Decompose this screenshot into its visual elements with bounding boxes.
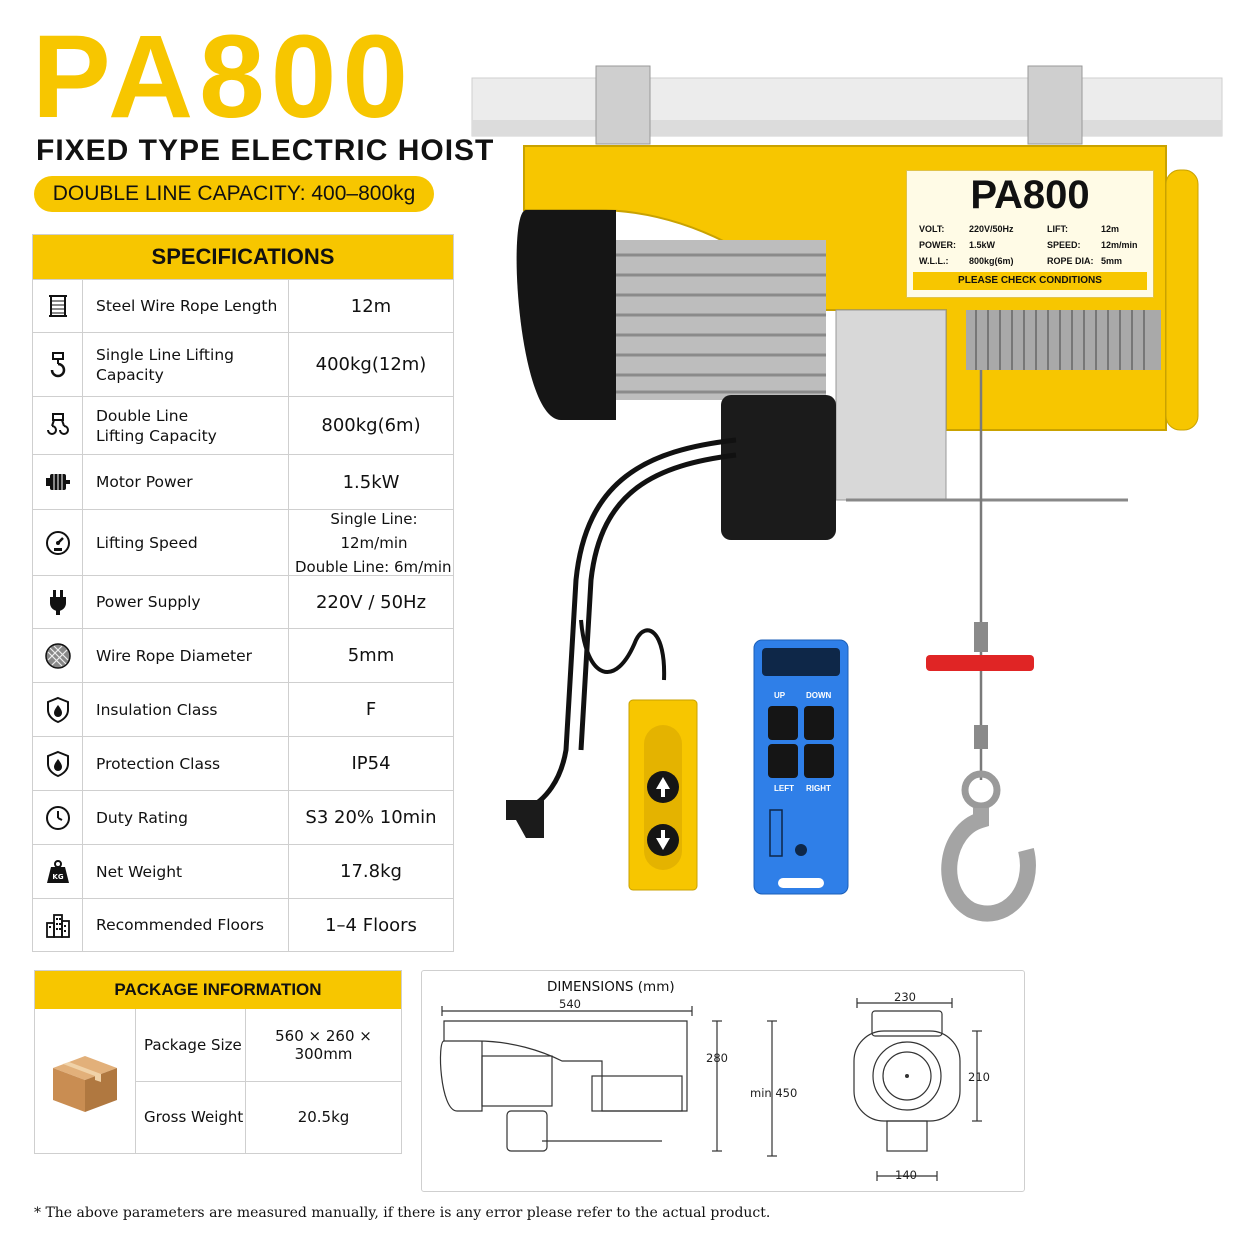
spec-row: Double Line Lifting Capacity 800kg(6m) bbox=[33, 396, 453, 454]
spec-label: Double Line Lifting Capacity bbox=[83, 397, 289, 454]
building-icon bbox=[33, 899, 83, 951]
dim-min-height-label: min 450 bbox=[750, 1086, 798, 1100]
plate-speed-value: 12m/min bbox=[1101, 240, 1138, 250]
spec-label: Insulation Class bbox=[83, 683, 289, 736]
dimensions-panel: DIMENSIONS (mm) bbox=[421, 970, 1025, 1192]
spec-value: 1–4 Floors bbox=[325, 914, 417, 936]
spec-label: Net Weight bbox=[83, 845, 289, 898]
spec-value: 220V / 50Hz bbox=[315, 591, 427, 613]
gross-weight-row: Gross Weight 20.5kg bbox=[136, 1081, 401, 1153]
specifications-table: SPECIFICATIONS Steel Wire Rope Length 12… bbox=[32, 234, 454, 952]
plate-wll-value: 800kg(6m) bbox=[969, 256, 1014, 266]
power-plug-icon bbox=[33, 576, 83, 628]
double-hook-icon bbox=[33, 397, 83, 454]
specifications-header: SPECIFICATIONS bbox=[33, 235, 453, 279]
spec-value: 400kg(12m) bbox=[315, 354, 427, 375]
remote-up-label: UP bbox=[774, 691, 786, 700]
spec-value-single: Single Line: 12m/min bbox=[330, 509, 418, 552]
plate-volt-key: VOLT: bbox=[919, 224, 945, 234]
shield-icon bbox=[33, 683, 83, 736]
clock-icon bbox=[33, 791, 83, 844]
cardboard-box-icon bbox=[35, 1009, 136, 1153]
spec-row: KG Net Weight 17.8kg bbox=[33, 844, 453, 898]
plate-volt-value: 220V/50Hz bbox=[969, 224, 1014, 234]
spec-row: Lifting Speed Single Line: 12m/min Doubl… bbox=[33, 509, 453, 576]
spec-label: Motor Power bbox=[83, 455, 289, 509]
product-title: PA800 bbox=[32, 11, 415, 143]
remote-left-label: LEFT bbox=[774, 784, 794, 793]
package-size-row: Package Size 560 × 260 × 300mm bbox=[136, 1009, 401, 1082]
spec-value: 17.8kg bbox=[340, 861, 402, 882]
spec-value: S3 20% 10min bbox=[305, 807, 437, 828]
dim-height-label: 280 bbox=[706, 1051, 728, 1065]
capacity-badge: DOUBLE LINE CAPACITY: 400–800kg bbox=[34, 176, 434, 212]
package-header: PACKAGE INFORMATION bbox=[35, 971, 401, 1009]
remote-down-label: DOWN bbox=[806, 691, 832, 700]
spec-row: Power Supply 220V / 50Hz bbox=[33, 575, 453, 628]
label-plate-title: PA800 bbox=[970, 173, 1090, 217]
spec-value: F bbox=[365, 699, 377, 720]
plate-notice: PLEASE CHECK CONDITIONS bbox=[913, 272, 1147, 290]
spec-row: Protection Class IP54 bbox=[33, 736, 453, 790]
spec-value: 5mm bbox=[347, 645, 395, 666]
spec-label: Protection Class bbox=[83, 737, 289, 790]
spec-value: 1.5kW bbox=[342, 471, 400, 493]
dim-width-label: 230 bbox=[894, 990, 916, 1004]
gross-weight-label: Gross Weight bbox=[136, 1081, 246, 1153]
single-hook-icon bbox=[33, 333, 83, 396]
product-subtitle: FIXED TYPE ELECTRIC HOIST bbox=[36, 134, 495, 167]
spec-value: 12m bbox=[350, 295, 392, 317]
spec-label: Wire Rope Diameter bbox=[83, 629, 289, 682]
package-information-table: PACKAGE INFORMATION Package Size 560 × 2… bbox=[34, 970, 402, 1154]
dim-base-label: 140 bbox=[895, 1168, 917, 1182]
plate-wll-key: W.L.L.: bbox=[919, 256, 949, 266]
spec-value: Single Line: 12m/min Double Line: 6m/min bbox=[289, 509, 453, 576]
spec-row: Duty Rating S3 20% 10min bbox=[33, 790, 453, 844]
spec-row: Insulation Class F bbox=[33, 682, 453, 736]
spec-value: 800kg(6m) bbox=[321, 415, 421, 436]
package-size-label: Package Size bbox=[136, 1009, 246, 1081]
plate-speed-key: SPEED: bbox=[1047, 240, 1081, 250]
svg-text:KG: KG bbox=[52, 873, 63, 881]
kg-weight-icon: KG bbox=[33, 845, 83, 898]
spec-row: Motor Power 1.5kW bbox=[33, 454, 453, 509]
spec-value-double: Double Line: 6m/min bbox=[295, 557, 452, 576]
dimension-drawing bbox=[439, 998, 982, 1181]
dimensions-title: DIMENSIONS (mm) bbox=[547, 979, 675, 995]
plate-lift-key: LIFT: bbox=[1047, 224, 1068, 234]
shield-drop-icon bbox=[33, 737, 83, 790]
dim-side-height-label: 210 bbox=[968, 1070, 990, 1084]
spec-label: Steel Wire Rope Length bbox=[83, 280, 289, 332]
spec-row: Single Line Lifting Capacity 400kg(12m) bbox=[33, 332, 453, 396]
package-size-value: 560 × 260 × 300mm bbox=[275, 1026, 372, 1063]
plate-power-key: POWER: bbox=[919, 240, 956, 250]
spec-label: Single Line Lifting Capacity bbox=[83, 333, 289, 396]
plate-rope-key: ROPE DIA: bbox=[1047, 256, 1094, 266]
spec-row: Recommended Floors 1–4 Floors bbox=[33, 898, 453, 951]
spec-label: Duty Rating bbox=[83, 791, 289, 844]
spec-value: IP54 bbox=[351, 753, 391, 774]
spec-row: Wire Rope Diameter 5mm bbox=[33, 628, 453, 682]
footnote: * The above parameters are measured manu… bbox=[34, 1205, 771, 1221]
gross-weight-value: 20.5kg bbox=[297, 1108, 350, 1127]
motor-icon bbox=[33, 455, 83, 509]
spec-label: Power Supply bbox=[83, 576, 289, 628]
wire-rope-spool-icon bbox=[33, 280, 83, 332]
label-plate: PA800 VOLT: POWER: W.L.L.: 220V/50Hz 1.5… bbox=[906, 170, 1154, 298]
spec-label: Recommended Floors bbox=[83, 899, 289, 951]
dim-length-label: 540 bbox=[559, 997, 581, 1011]
spec-label: Lifting Speed bbox=[83, 510, 289, 575]
plate-power-value: 1.5kW bbox=[969, 240, 996, 250]
spec-row: Steel Wire Rope Length 12m bbox=[33, 279, 453, 332]
wire-cross-section-icon bbox=[33, 629, 83, 682]
plate-rope-value: 5mm bbox=[1101, 256, 1123, 266]
speedometer-icon bbox=[33, 510, 83, 575]
remote-right-label: RIGHT bbox=[806, 784, 831, 793]
plate-lift-value: 12m bbox=[1101, 224, 1120, 234]
